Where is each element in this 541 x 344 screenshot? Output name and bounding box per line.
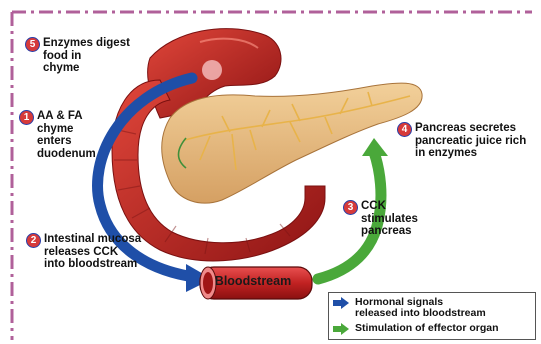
blue-arrow-icon	[333, 297, 349, 309]
step-text: Intestinal mucosa releases CCK into bloo…	[44, 233, 141, 271]
step-3-label: 3 CCK stimulates pancreas	[343, 200, 418, 238]
legend: Hormonal signals released into bloodstre…	[328, 292, 536, 340]
step-text: Enzymes digest food in chyme	[43, 37, 130, 75]
step-5-label: 5 Enzymes digest food in chyme	[25, 37, 130, 75]
green-arrow-icon	[333, 323, 349, 335]
step-2-label: 2 Intestinal mucosa releases CCK into bl…	[26, 233, 141, 271]
step-number-badge: 5	[25, 37, 40, 52]
step-4-label: 4 Pancreas secretes pancreatic juice ric…	[397, 122, 526, 160]
bloodstream-label: Bloodstream	[207, 274, 299, 288]
step-number-badge: 2	[26, 233, 41, 248]
legend-text: Hormonal signals released into bloodstre…	[355, 297, 486, 319]
legend-item-hormonal: Hormonal signals released into bloodstre…	[333, 297, 486, 319]
step-number-badge: 3	[343, 200, 358, 215]
step-number-badge: 4	[397, 122, 412, 137]
step-text: CCK stimulates pancreas	[361, 200, 418, 238]
legend-item-stimulation: Stimulation of effector organ	[333, 323, 499, 335]
legend-text: Stimulation of effector organ	[355, 323, 499, 334]
step-text: Pancreas secretes pancreatic juice rich …	[415, 122, 526, 160]
step-number-badge: 1	[19, 110, 34, 125]
step-1-label: 1 AA & FA chyme enters duodenum	[19, 110, 96, 160]
step-text: AA & FA chyme enters duodenum	[37, 110, 96, 160]
